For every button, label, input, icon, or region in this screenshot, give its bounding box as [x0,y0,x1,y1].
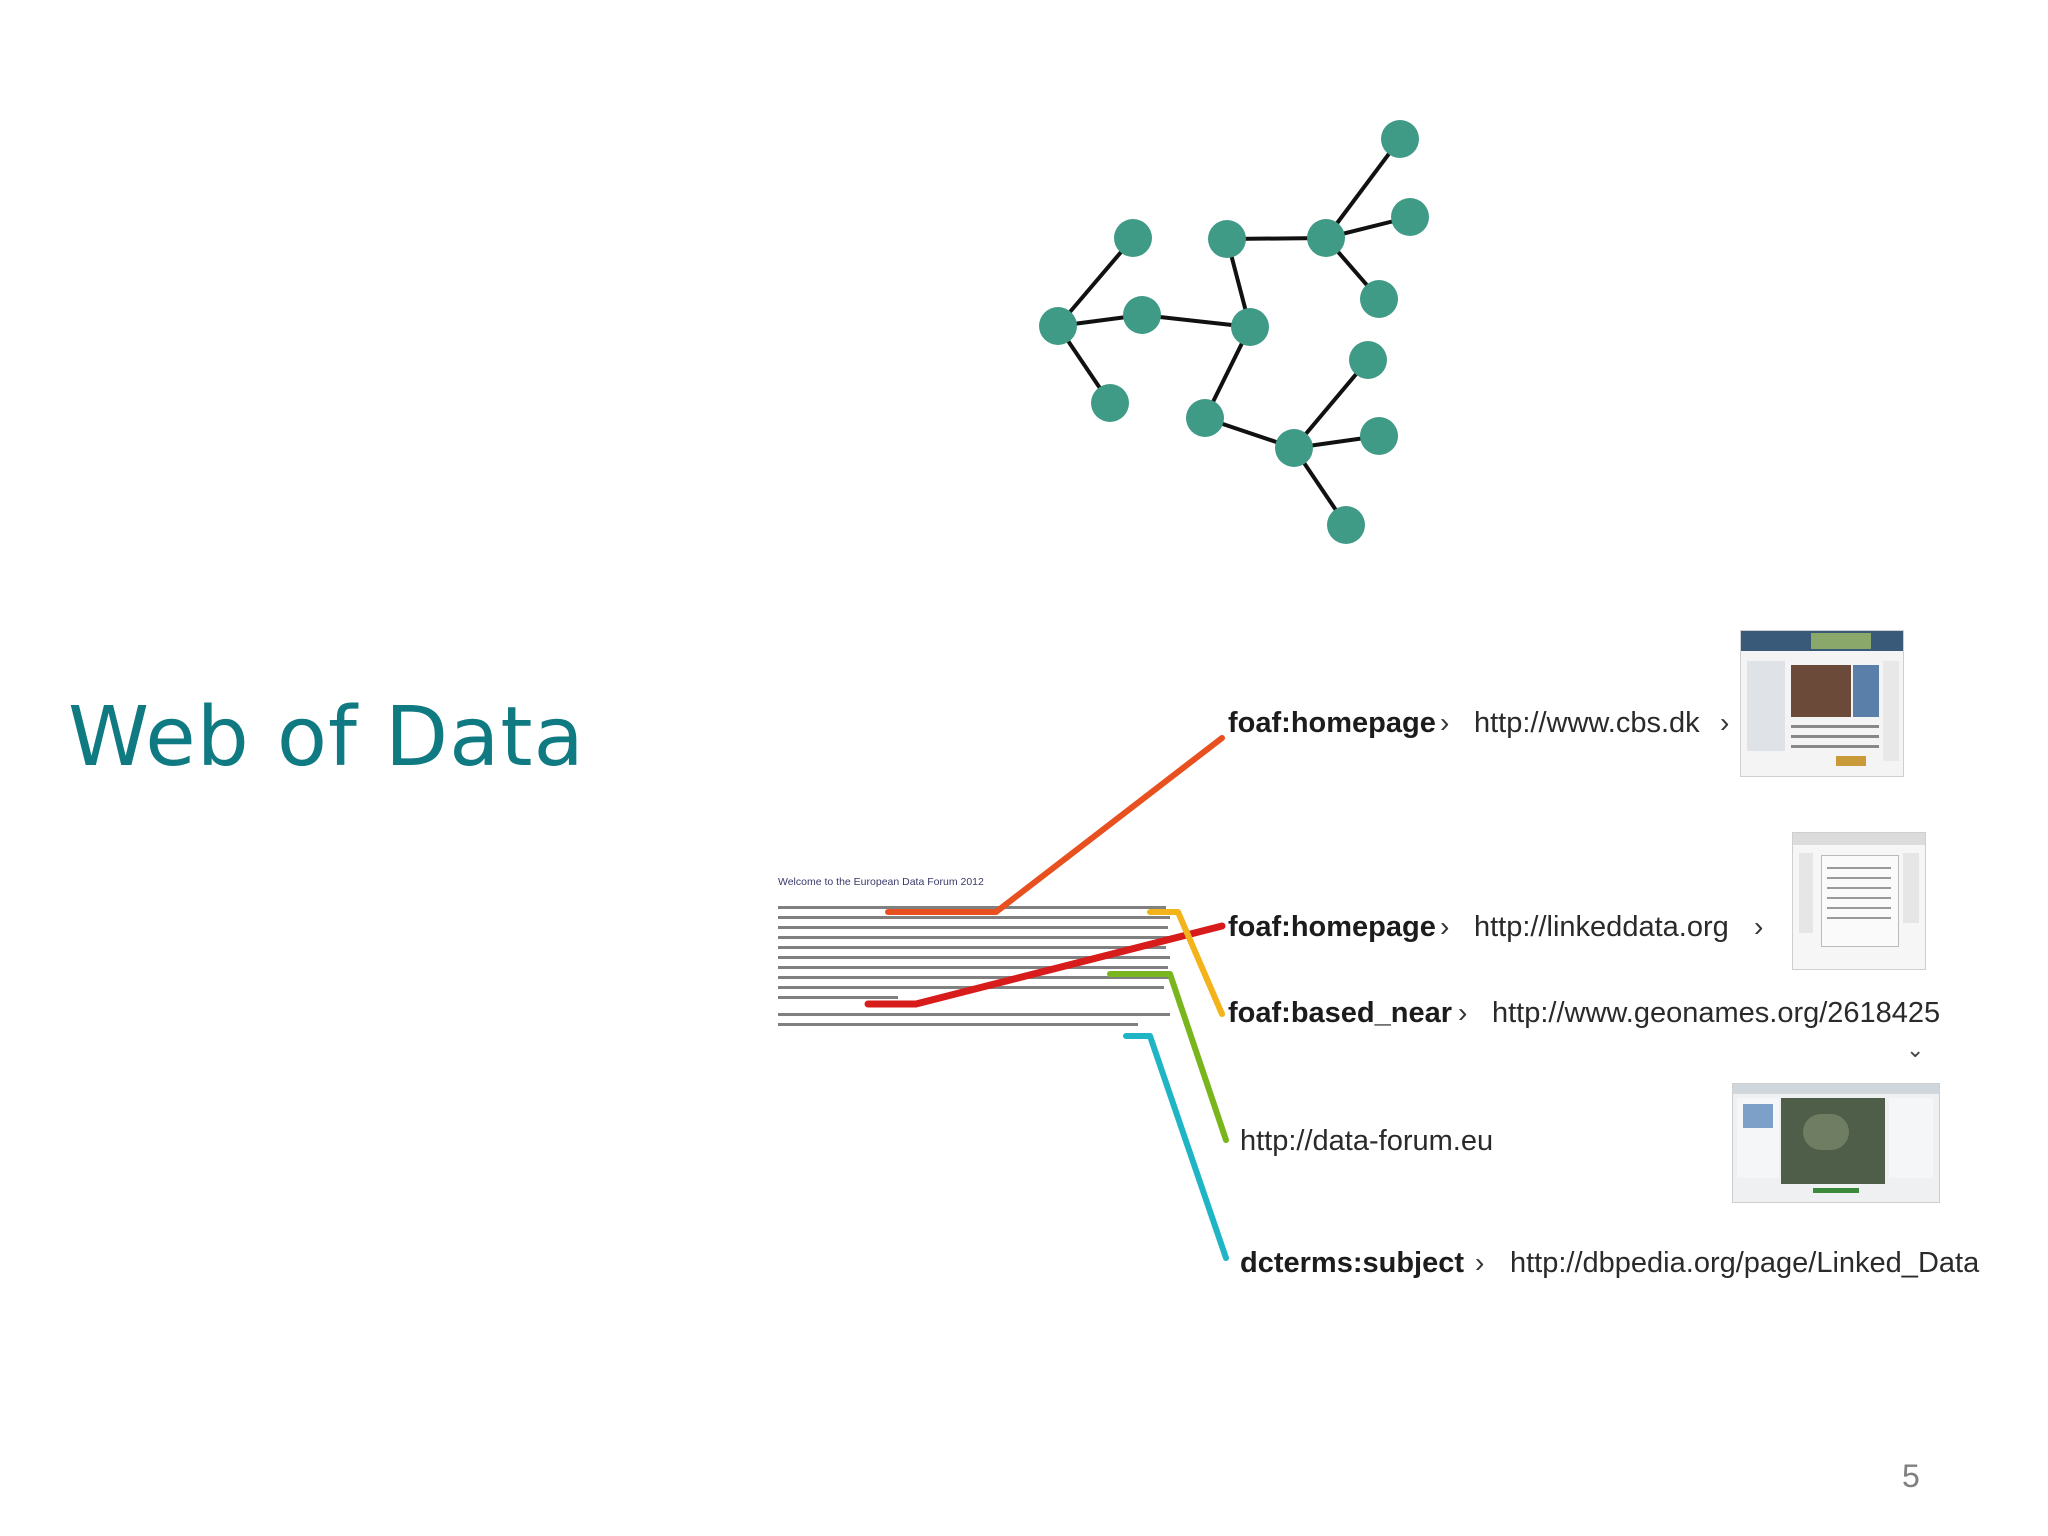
linkeddata-website-thumbnail [1792,832,1926,970]
graph-edge [1292,358,1370,450]
link-2-url[interactable]: http://linkeddata.org [1474,911,1729,943]
connector-dcterms-subject [1123,1033,1229,1261]
graph-node [1186,399,1224,437]
slide-title: Web of Data [68,690,585,785]
geonames-map-thumbnail [1732,1083,1940,1203]
link-3-url[interactable]: http://www.geonames.org/2618425 [1492,997,1941,1029]
link-1-arrow: › [1720,707,1730,738]
link-2-property: foaf:homepage [1228,911,1436,943]
link-5-separator: › [1475,1247,1485,1278]
cbs-website-thumbnail [1740,630,1904,777]
graph-node [1231,308,1269,346]
page-number: 5 [1902,1458,1920,1494]
link-1-property: foaf:homepage [1228,707,1436,739]
link-4-url[interactable]: http://data-forum.eu [1240,1125,1494,1157]
connector-homepage-linkeddata [864,922,1226,1008]
link-5-url[interactable]: http://dbpedia.org/page/Linked_Data [1510,1247,1980,1279]
document-heading: Welcome to the European Data Forum 2012 [778,876,984,888]
graph-edge [1324,137,1402,240]
connector-homepage-cbs [885,735,1225,915]
link-3-expand-icon[interactable]: ⌄ [1906,1038,1925,1063]
graph-node [1381,120,1419,158]
graph-node [1349,341,1387,379]
link-1-separator: › [1440,707,1450,738]
graph-node [1360,417,1398,455]
link-5-property: dcterms:subject [1240,1247,1465,1279]
link-3-separator: › [1458,997,1468,1028]
graph-node [1307,219,1345,257]
graph-node [1275,429,1313,467]
graph-node [1091,384,1129,422]
graph-node [1039,307,1077,345]
graph-node [1208,220,1246,258]
link-1-url[interactable]: http://www.cbs.dk [1474,707,1700,739]
connector-data-forum [1107,971,1229,1143]
graph-node [1123,296,1161,334]
link-2-arrow: › [1754,911,1764,942]
link-3-property: foaf:based_near [1228,997,1453,1029]
graph-node [1391,198,1429,236]
connector-based-near [1147,909,1225,1017]
graph-edge [1056,236,1135,328]
graph-node [1114,219,1152,257]
graph-node [1360,280,1398,318]
link-2-separator: › [1440,911,1450,942]
graph-node [1327,506,1365,544]
